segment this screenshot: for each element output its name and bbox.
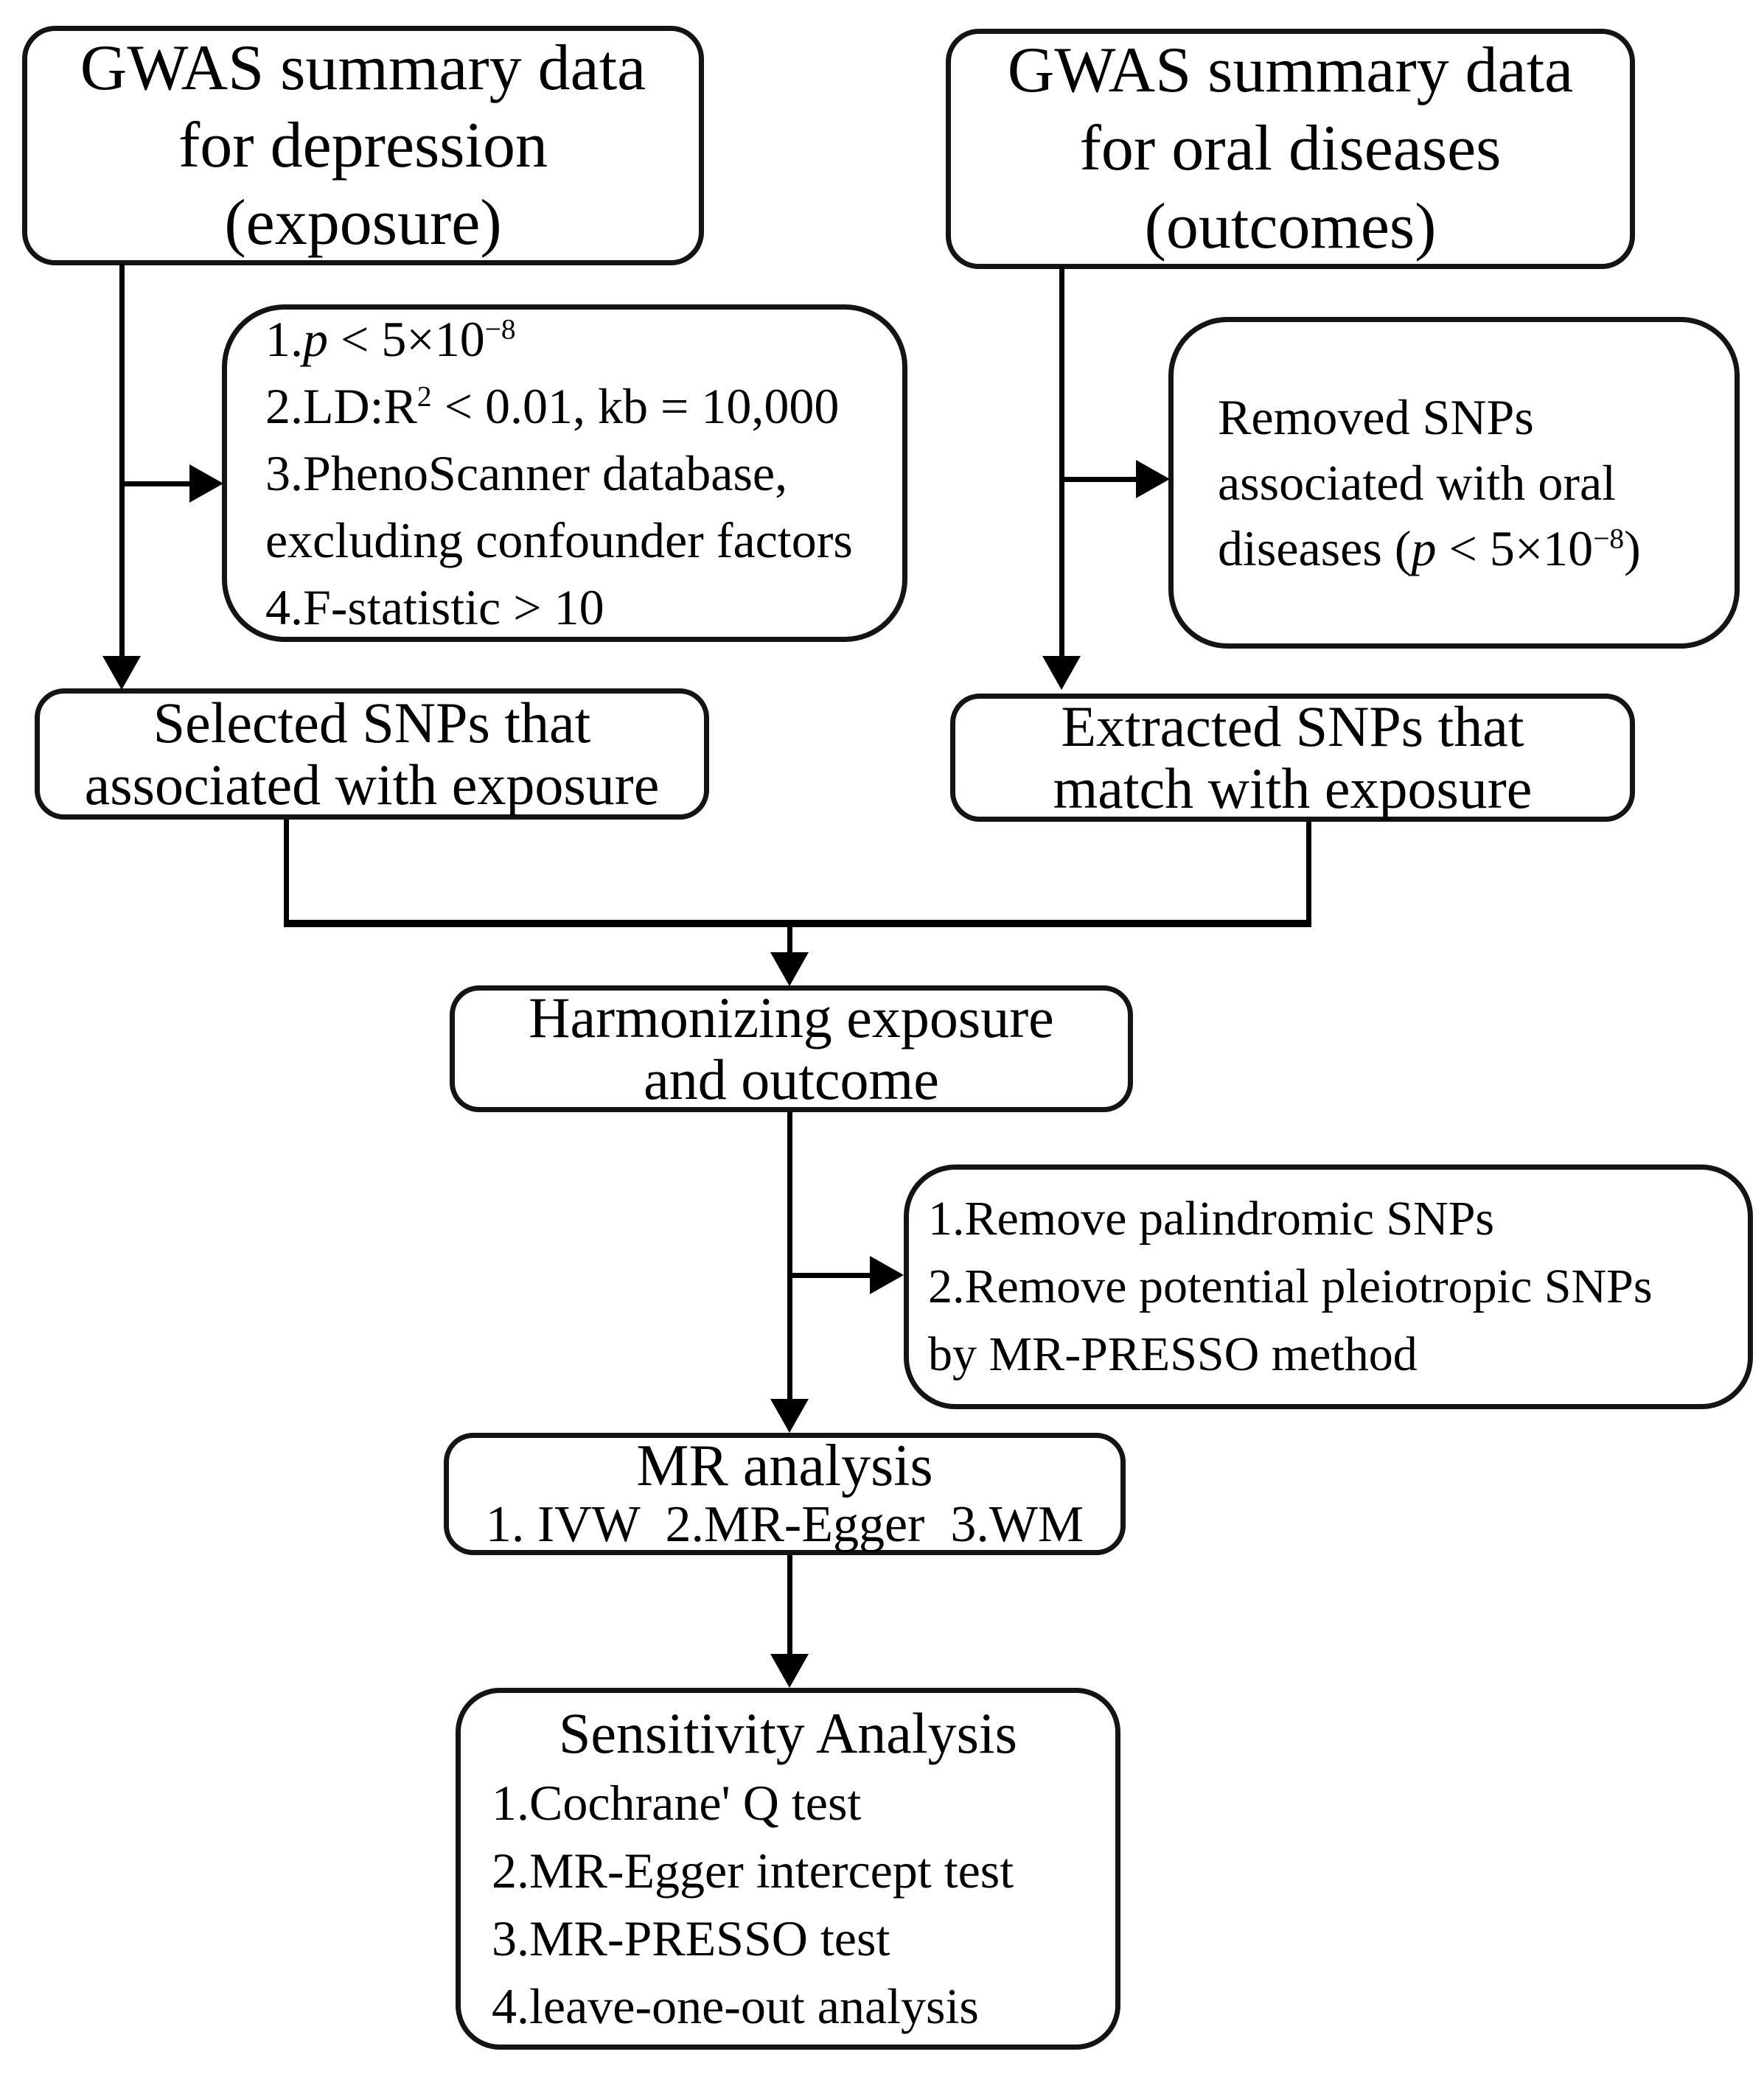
box-sensitivity-analysis: Sensitivity Analysis 1.Cochrane' Q test …	[456, 1688, 1120, 2050]
mr-analysis-title: MR analysis	[636, 1434, 933, 1498]
exponent: −8	[484, 312, 516, 345]
gwas-outcomes-line2: for oral diseases	[1079, 113, 1502, 184]
arrowhead-into-sensitivity-icon	[770, 1654, 809, 1688]
p-value-symbol: p	[1411, 520, 1437, 576]
box-snp-selection-criteria: 1.p < 5×10−8 2.LD:R2 < 0.01, kb = 10,000…	[222, 304, 907, 642]
criteria-item-1: 1.p < 5×10−8	[265, 310, 516, 367]
box-selected-snps: Selected SNPs that associated with expos…	[35, 688, 709, 820]
stub-selected-down	[284, 820, 289, 923]
stub-extracted-down	[1306, 822, 1311, 923]
removal-item-2: 2.Remove potential pleiotropic SNPs	[928, 1260, 1653, 1313]
line-merge-horizontal	[284, 920, 1311, 927]
harmonizing-line1: Harmonizing exposure	[529, 985, 1054, 1050]
removal-item-1: 1.Remove palindromic SNPs	[928, 1192, 1495, 1246]
box-extracted-snps: Extracted SNPs that match with exposure	[950, 694, 1635, 822]
mr-analysis-methods: 1. IVW 2.MR-Egger 3.WM	[485, 1496, 1084, 1553]
arrowhead-into-criteria-icon	[189, 464, 223, 503]
gwas-outcomes-line1: GWAS summary data	[1007, 35, 1574, 106]
criteria-item-2: 2.LD:R2 < 0.01, kb = 10,000	[265, 377, 840, 434]
line-exposure-to-selected	[119, 264, 125, 660]
line-removal-branch	[789, 1273, 871, 1278]
gwas-exposure-line1: GWAS summary data	[80, 32, 646, 104]
exponent: 2	[416, 379, 432, 412]
box-removed-snps: Removed SNPs associated with oral diseas…	[1168, 317, 1740, 649]
selected-snps-line2: associated with exposure	[84, 753, 660, 817]
sensitivity-item-1: 1.Cochrane' Q test	[492, 1774, 862, 1831]
selected-snps-line1: Selected SNPs that	[153, 691, 591, 755]
sensitivity-item-4: 4.leave-one-out analysis	[492, 1977, 979, 2034]
criteria-item-4: 4.F-statistic > 10	[265, 579, 604, 635]
box-mr-analysis: MR analysis 1. IVW 2.MR-Egger 3.WM	[444, 1433, 1126, 1555]
line-exposure-branch	[122, 481, 192, 486]
line-merge-to-harmonizing	[787, 927, 792, 957]
arrowhead-into-mr-icon	[770, 1399, 809, 1433]
removed-snps-line1: Removed SNPs	[1218, 388, 1534, 445]
removal-item-2b: by MR-PRESSO method	[928, 1327, 1418, 1381]
arrowhead-into-selected-icon	[102, 656, 141, 690]
box-gwas-outcomes: GWAS summary data for oral diseases (out…	[946, 29, 1635, 269]
exponent: −8	[1593, 521, 1625, 554]
line-mr-to-sensitivity	[787, 1555, 792, 1657]
sensitivity-title: Sensitivity Analysis	[559, 1700, 1017, 1765]
removed-snps-line2: associated with oral	[1218, 454, 1617, 511]
arrowhead-into-extracted-icon	[1042, 656, 1081, 690]
arrowhead-into-removal-icon	[870, 1256, 904, 1294]
box-gwas-exposure: GWAS summary data for depression (exposu…	[22, 26, 704, 265]
box-harmonizing: Harmonizing exposure and outcome	[450, 985, 1133, 1112]
line-outcome-branch	[1061, 477, 1136, 482]
removed-snps-line3: diseases (p < 5×10−8)	[1218, 520, 1641, 576]
sensitivity-item-2: 2.MR-Egger intercept test	[492, 1842, 1014, 1899]
extracted-snps-line1: Extracted SNPs that	[1061, 694, 1524, 758]
gwas-exposure-line2: for depression	[178, 110, 548, 181]
box-snp-removal-criteria: 1.Remove palindromic SNPs 2.Remove poten…	[904, 1165, 1753, 1409]
line-harmonizing-to-mr	[787, 1112, 792, 1401]
arrowhead-into-removed-icon	[1136, 460, 1170, 498]
criteria-item-3b: excluding confounder factors	[265, 511, 853, 568]
p-value-symbol: p	[303, 310, 328, 367]
sensitivity-item-3: 3.MR-PRESSO test	[492, 1910, 890, 1966]
arrowhead-into-harmonizing-icon	[770, 952, 809, 986]
gwas-exposure-line3: (exposure)	[224, 187, 502, 259]
harmonizing-line2: and outcome	[644, 1047, 939, 1111]
gwas-outcomes-line3: (outcomes)	[1144, 191, 1437, 262]
line-outcome-to-extracted	[1059, 267, 1064, 660]
extracted-snps-line2: match with exposure	[1053, 756, 1533, 820]
criteria-item-3: 3.PhenoScanner database,	[265, 444, 788, 501]
